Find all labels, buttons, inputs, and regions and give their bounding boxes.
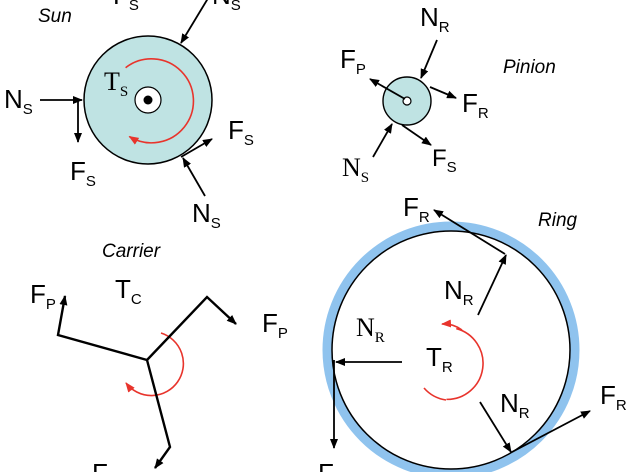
pinion-normal-ring-label: NR [420,2,450,36]
ring-torque-label: TR [426,342,453,376]
ring-torque-arrow [446,327,484,401]
carrier-torque-label: TC [115,274,142,308]
carrier-force-left-label: FP [30,279,56,313]
sun-force-top-arrow [180,0,209,44]
carrier-torque-arrow [125,332,185,397]
pinion-normal-sun-label: NS [342,153,369,186]
sun-normal-bottom-label: NS [192,198,221,232]
carrier-arm-left [56,295,148,362]
pinion-title: Pinion [503,57,556,78]
ring-force-bottom-label: FR [318,458,345,472]
ring-force-right-label: FR [600,380,627,414]
ring-title: Ring [538,210,578,231]
carrier-diagram: Carrier TC FP FP FP [30,241,288,472]
carrier-arm-bottom [145,359,172,469]
pinion-normal-ring-arrow [420,39,438,79]
pinion-diagram: Pinion NR FP FR NS FS [340,2,556,186]
ring-torque-arrow-tail [441,319,463,331]
pinion-force-planet-label: FP [340,44,366,78]
sun-force-right-arrow [180,138,213,158]
sun-force-top-label: FS [113,0,139,14]
ring-diagram: Ring FR NR NR FR TR NR FR [318,192,627,472]
carrier-arm-right [146,295,237,361]
carrier-force-bottom-label: FP [92,458,118,472]
ring-gear-inner [331,230,571,470]
sun-normal-top-label: NS [212,0,241,14]
sun-axle [143,95,153,105]
sun-normal-left-label: NS [4,84,33,118]
ring-torque-arrow-lower [423,387,447,401]
sun-force-right-label: FS [228,115,254,149]
sun-normal-bottom-arrow [182,157,206,197]
ring-normal-lower-arrow [479,401,512,453]
sun-title: Sun [38,6,72,27]
pinion-force-ring-arrow [429,86,457,99]
pinion-force-planet-arrow [369,78,406,100]
pinion-force-ring-label: FR [462,88,489,122]
sun-diagram: Sun TS FS NS NS FS FS NS [4,0,254,232]
carrier-title: Carrier [102,241,161,262]
ring-normal-upper-label: NR [444,275,474,309]
pinion-force-sun-label: FS [432,145,457,176]
ring-normal-lower-label: NR [500,388,530,422]
ring-normal-left-label: NR [356,313,385,346]
carrier-force-right-label: FP [262,308,288,342]
ring-force-top-arrow [433,209,506,255]
ring-force-right-arrow [511,410,591,453]
ring-gear-band [322,221,580,472]
pinion-normal-sun-arrow [372,123,393,158]
ring-normal-upper-arrow [477,254,507,316]
ring-force-top-label: FR [403,192,430,226]
pinion-force-sun-arrow [401,124,432,146]
sun-torque-label: TS [104,67,128,100]
sun-force-left-label: FS [70,156,96,190]
sun-torque-arrow [125,58,195,145]
